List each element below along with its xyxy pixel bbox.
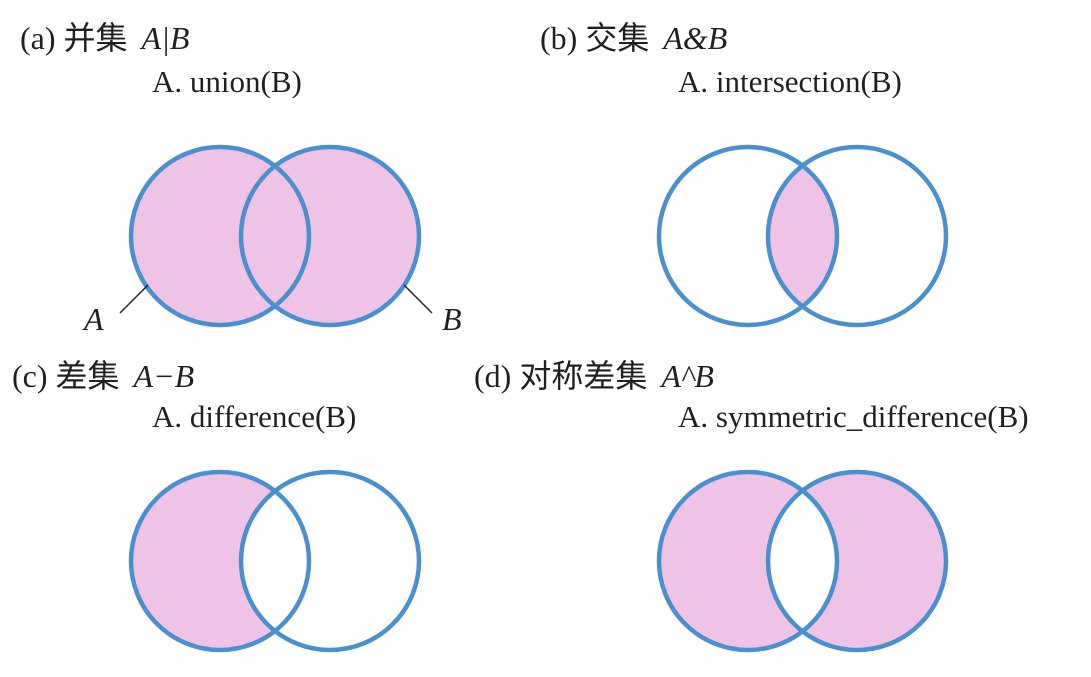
- panel-union: (a)并集 A|B A. union(B) A B: [20, 20, 462, 337]
- set-b-circle: [765, 469, 949, 653]
- panel-name: 对称差集: [519, 358, 647, 394]
- panel-tag: (a): [20, 20, 56, 56]
- panel-heading: (c)差集 A−B: [12, 358, 194, 394]
- panel-name: 交集: [585, 20, 649, 56]
- panel-name: 差集: [56, 358, 120, 394]
- set-a-circle: [128, 144, 312, 328]
- set-a-circle: [128, 469, 312, 653]
- panel-symmetric-difference: (d)对称差集 A^B A. symmetric_difference(B): [474, 358, 1029, 653]
- overlap-cutout: [768, 472, 837, 650]
- panel-difference: (c)差集 A−B A. difference(B): [12, 358, 422, 653]
- method-label: A. symmetric_difference(B): [678, 399, 1029, 434]
- set-b-region: [241, 147, 419, 325]
- panel-heading: (d)对称差集 A^B: [474, 358, 714, 394]
- set-b-leader: [403, 284, 433, 314]
- panel-tag: (b): [540, 20, 577, 56]
- venn-difference: [128, 469, 422, 653]
- set-b-circle: [238, 144, 422, 328]
- overlap-region: [768, 147, 837, 325]
- set-b-label: B: [442, 301, 462, 337]
- set-a-leader: [119, 284, 149, 314]
- panel-tag: (c): [12, 358, 48, 394]
- set-a-circle: [656, 469, 840, 653]
- panel-name: 并集: [64, 20, 128, 56]
- set-b-circle: [238, 469, 422, 653]
- panel-tag: (d): [474, 358, 511, 394]
- panel-expression: A−B: [132, 358, 195, 394]
- panel-expression: A&B: [661, 20, 727, 56]
- set-a-label: A: [82, 301, 104, 337]
- method-label: A. intersection(B): [678, 64, 902, 99]
- venn-symmetric-difference: [656, 469, 949, 653]
- venn-union: [128, 144, 422, 328]
- panel-heading: (a)并集 A|B: [20, 20, 189, 56]
- venn-intersection: [656, 144, 949, 328]
- set-b-circle: [765, 144, 949, 328]
- method-label: A. difference(B): [152, 399, 356, 434]
- set-a-circle: [656, 144, 840, 328]
- panel-expression: A|B: [140, 20, 190, 56]
- method-label: A. union(B): [152, 64, 302, 99]
- panel-expression: A^B: [659, 358, 714, 394]
- overlap-cutout: [241, 472, 309, 650]
- panel-heading: (b)交集 A&B: [540, 20, 727, 56]
- panel-intersection: (b)交集 A&B A. intersection(B): [540, 20, 949, 328]
